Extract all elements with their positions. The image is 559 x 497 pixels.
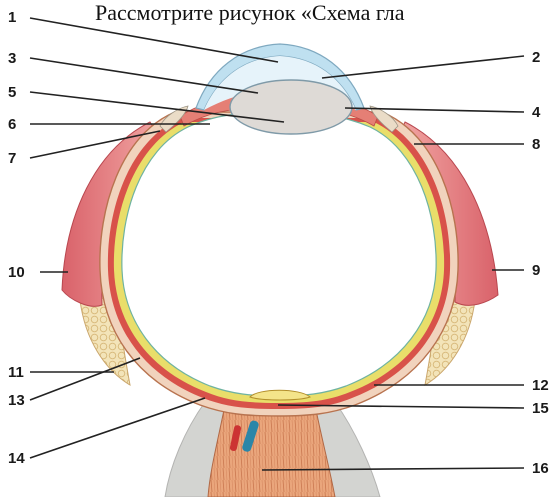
label-6: 6 [8, 116, 16, 133]
label-1: 1 [8, 9, 16, 26]
optic-nerve [208, 405, 335, 497]
label-7: 7 [8, 150, 16, 167]
label-8: 8 [532, 136, 540, 153]
lens [230, 80, 352, 134]
leader-2 [322, 56, 524, 78]
label-2: 2 [532, 49, 540, 66]
label-14: 14 [8, 450, 25, 467]
label-12: 12 [532, 377, 549, 394]
page-title: Рассмотрите рисунок «Схема гла [95, 0, 405, 25]
label-10: 10 [8, 264, 25, 281]
label-5: 5 [8, 84, 16, 101]
label-15: 15 [532, 400, 549, 417]
label-13: 13 [8, 392, 25, 409]
label-16: 16 [532, 460, 549, 477]
label-11: 11 [8, 364, 24, 381]
label-3: 3 [8, 50, 16, 67]
vitreous-body [122, 112, 436, 396]
label-4: 4 [532, 104, 541, 121]
label-9: 9 [532, 262, 540, 279]
